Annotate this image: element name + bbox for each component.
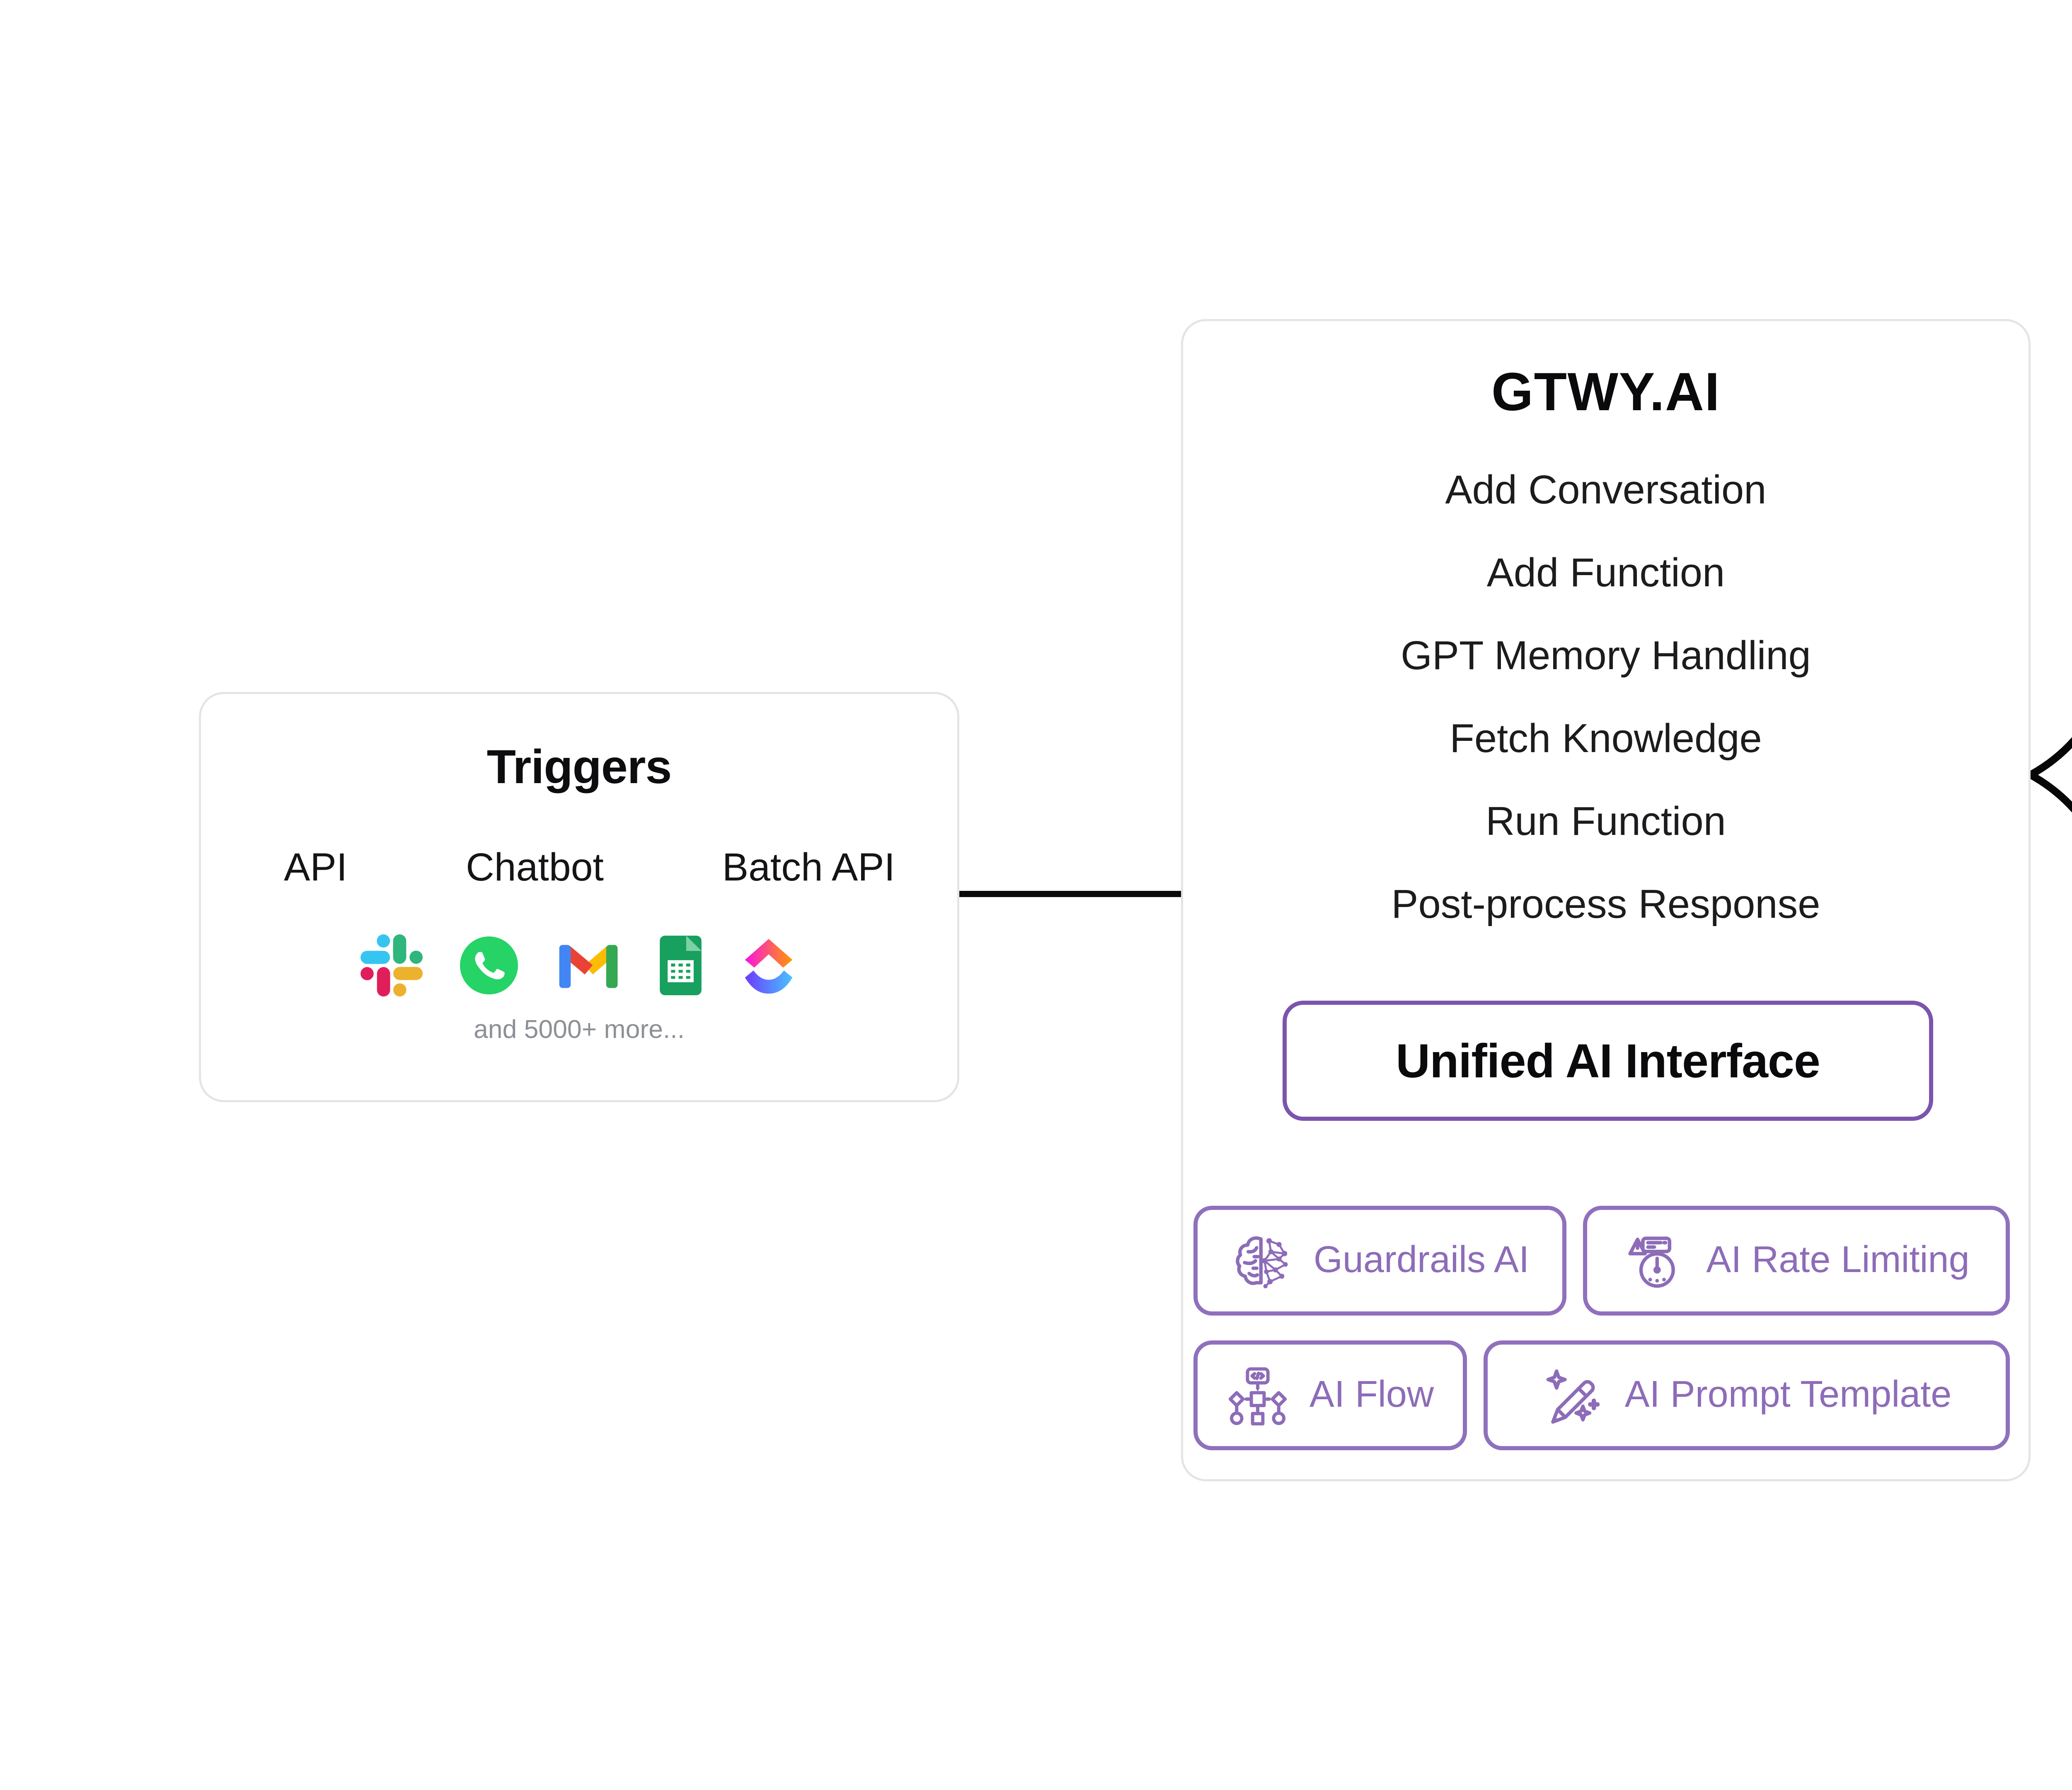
step-gpt-memory-handling: GPT Memory Handling bbox=[1401, 633, 1811, 679]
gateway-feature-chips: Guardrails AI bbox=[1193, 1206, 2010, 1475]
gmail-icon bbox=[559, 944, 618, 987]
chip-guardrails-label: Guardrails AI bbox=[1313, 1239, 1530, 1280]
chip-ai-flow: AI Flow bbox=[1193, 1340, 1467, 1450]
clickup-icon bbox=[745, 938, 793, 993]
chip-ai-flow-label: AI Flow bbox=[1309, 1374, 1434, 1415]
trigger-app-icons bbox=[201, 934, 957, 997]
channel-chatbot: Chatbot bbox=[466, 847, 604, 891]
step-add-conversation: Add Conversation bbox=[1445, 467, 1767, 513]
chip-ai-prompt-template: AI Prompt Template bbox=[1484, 1340, 2010, 1450]
google-sheets-icon bbox=[660, 936, 702, 995]
step-fetch-knowledge: Fetch Knowledge bbox=[1450, 716, 1762, 762]
chip-rate-limiting-label: AI Rate Limiting bbox=[1706, 1239, 1970, 1280]
trigger-channels: API Chatbot Batch API bbox=[201, 847, 957, 893]
rate-limit-gauge-icon bbox=[1629, 1235, 1676, 1287]
prompt-wand-icon bbox=[1547, 1368, 1600, 1423]
slack-icon bbox=[361, 934, 423, 997]
triggers-panel: Triggers API Chatbot Batch API bbox=[199, 692, 959, 1102]
guardrails-brain-icon bbox=[1236, 1235, 1288, 1287]
triggers-gateway-connector-line bbox=[959, 890, 1181, 897]
ai-flow-icon bbox=[1228, 1366, 1287, 1425]
step-post-process-response: Post-process Response bbox=[1391, 881, 1820, 927]
gateway-panel: GTWY.AI Add Conversation Add Function GP… bbox=[1181, 319, 2031, 1481]
chip-prompt-template-label: AI Prompt Template bbox=[1624, 1374, 1952, 1415]
step-add-function: Add Function bbox=[1486, 550, 1725, 596]
chip-guardrails-ai: Guardrails AI bbox=[1193, 1206, 1566, 1316]
gateway-title: GTWY.AI bbox=[1491, 360, 1721, 423]
gateway-steps: Add Conversation Add Function GPT Memory… bbox=[1183, 450, 2028, 947]
chip-ai-rate-limiting: AI Rate Limiting bbox=[1583, 1206, 2010, 1316]
step-run-function: Run Function bbox=[1486, 798, 1726, 844]
channel-batch-api: Batch API bbox=[722, 847, 895, 891]
triggers-title: Triggers bbox=[487, 740, 672, 793]
unified-ai-interface-box: Unified AI Interface bbox=[1283, 1001, 1933, 1121]
channel-api: API bbox=[284, 847, 348, 891]
whatsapp-icon bbox=[460, 936, 518, 994]
more-apps-label: and 5000+ more... bbox=[473, 1015, 685, 1044]
